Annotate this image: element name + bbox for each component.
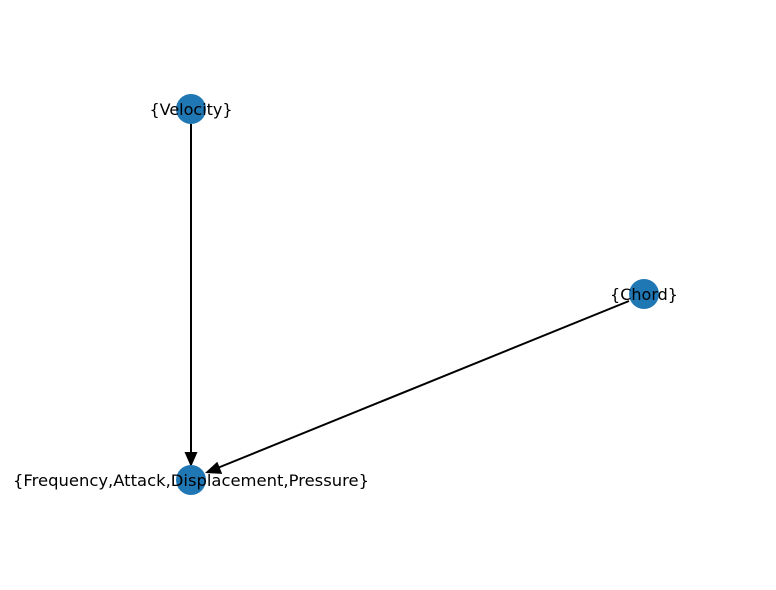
node-label: {Velocity} [149,100,232,119]
node-label: {Chord} [610,285,678,304]
node-target: {Frequency,Attack,Displacement,Pressure} [13,465,369,495]
node-velocity: {Velocity} [149,94,233,124]
arrowhead-icon [184,452,198,467]
node-chord: {Chord} [610,279,678,309]
edge-velocity-to-target [184,124,198,467]
node-circle [629,279,659,309]
edge-line [214,300,630,470]
edge-chord-to-target [205,300,630,474]
node-label: {Frequency,Attack,Displacement,Pressure} [13,471,369,490]
node-circle [176,94,206,124]
node-circle [176,465,206,495]
arrowhead-icon [205,461,223,474]
